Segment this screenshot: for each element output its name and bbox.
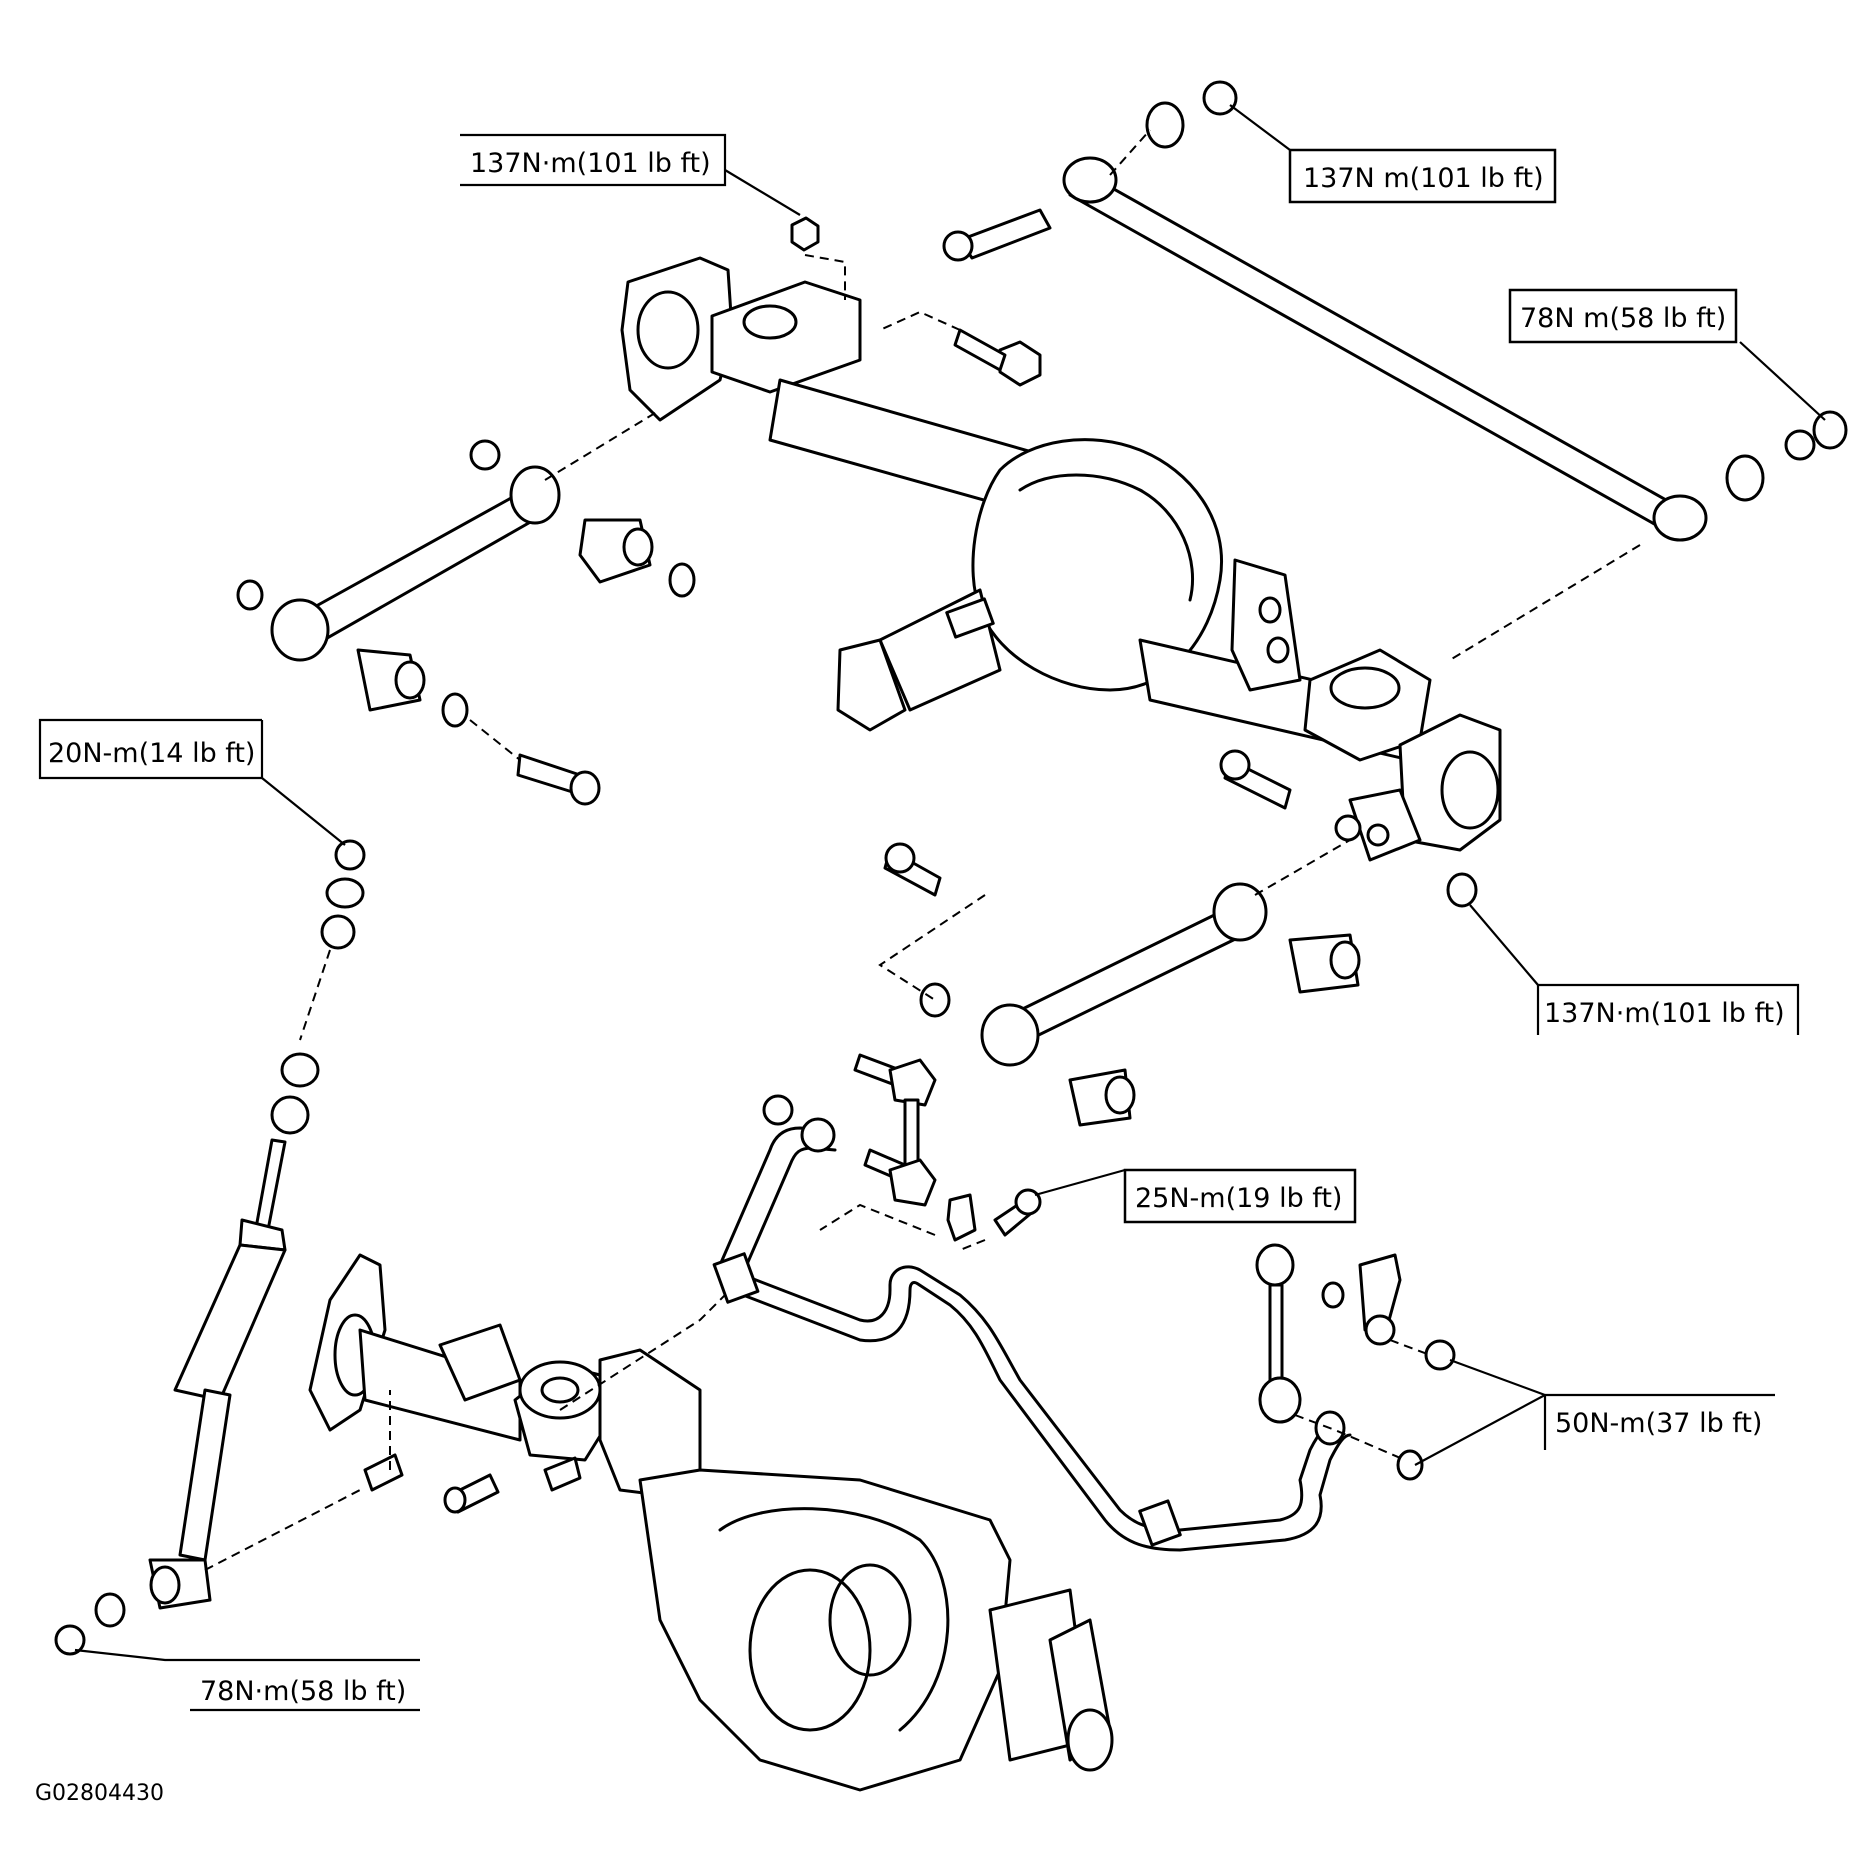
figure-code: G02804430	[35, 1781, 164, 1806]
lower-control-arm	[878, 749, 1478, 1127]
torque-label: 137N m(101 lb ft)	[1303, 163, 1544, 194]
upper-axle-housing	[620, 256, 1502, 862]
lower-axle-housing	[308, 1253, 1114, 1792]
torque-label: 25N-m(19 lb ft)	[1135, 1183, 1342, 1214]
stabilizer-link	[1255, 1243, 1456, 1481]
torque-label: 137N·m(101 lb ft)	[470, 148, 711, 179]
torque-label: 20N-m(14 lb ft)	[48, 738, 255, 769]
torque-label: 78N m(58 lb ft)	[1520, 303, 1726, 334]
stabilizer-bracket	[762, 1053, 1042, 1251]
callout-shock-lower: 78N·m(58 lb ft)	[74, 1648, 420, 1712]
callout-lateral-rod-right: 78N m(58 lb ft)	[1508, 288, 1826, 421]
torque-label: 50N-m(37 lb ft)	[1555, 1408, 1762, 1439]
upper-mount-nut	[790, 216, 1042, 387]
callout-lower-arm-right: 137N·m(101 lb ft)	[1469, 904, 1800, 1035]
lateral-rod	[942, 80, 1848, 661]
upper-control-arm	[236, 409, 696, 806]
torque-label: 137N·m(101 lb ft)	[1544, 998, 1785, 1029]
callout-upper-arm-bolt-left: 137N·m(101 lb ft)	[460, 133, 801, 216]
callout-stabilizer-bracket: 25N-m(19 lb ft)	[1034, 1168, 1357, 1224]
callout-shock-upper: 20N-m(14 lb ft)	[38, 718, 346, 846]
callout-lateral-rod-end: 137N m(101 lb ft)	[1229, 104, 1557, 204]
shock-absorber	[54, 839, 366, 1656]
torque-label: 78N·m(58 lb ft)	[200, 1676, 406, 1707]
callout-stabilizer-link: 50N-m(37 lb ft)	[1414, 1358, 1775, 1466]
